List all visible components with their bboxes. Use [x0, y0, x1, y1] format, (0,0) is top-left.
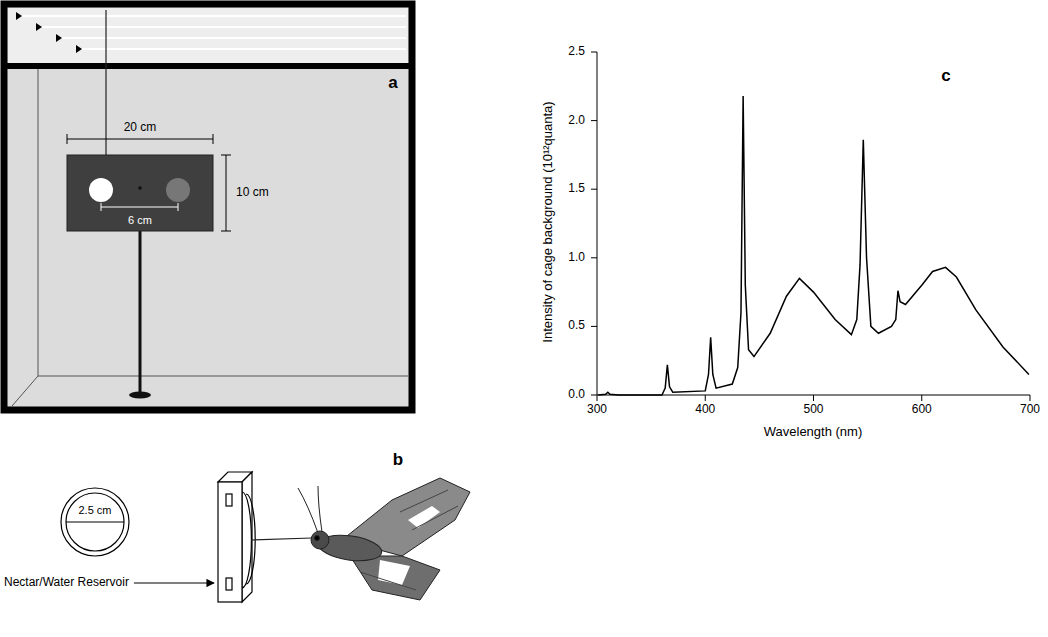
- dimension-label: 2.5 cm: [78, 504, 111, 516]
- tick-label: 700: [1020, 403, 1040, 416]
- tick-label: 1.5: [568, 183, 585, 196]
- panel-letter: a: [388, 74, 397, 93]
- spectrum-chart: [591, 52, 1030, 401]
- tick-label: 0.0: [568, 388, 585, 401]
- panel-letter: c: [941, 67, 950, 86]
- tick-label: 1.0: [568, 251, 585, 264]
- cage-drawing: [4, 4, 412, 410]
- tick-label: 300: [587, 403, 607, 416]
- axis-title: Wavelength (nm): [764, 425, 863, 439]
- tick-label: 400: [695, 403, 715, 416]
- dimension-label: 20 cm: [124, 121, 157, 134]
- callout-label: Nectar/Water Reservoir: [4, 576, 129, 589]
- tick-label: 500: [803, 403, 823, 416]
- tick-label: 2.0: [568, 114, 585, 127]
- panel-letter: b: [393, 451, 403, 470]
- tick-label: 600: [912, 403, 932, 416]
- moth-drawing: [251, 478, 470, 600]
- dimension-label: 10 cm: [236, 186, 269, 199]
- dimension-label: 6 cm: [128, 214, 152, 226]
- axis-title: Intensity of cage background (10¹²quanta…: [541, 101, 555, 342]
- tick-label: 2.5: [568, 45, 585, 58]
- tick-label: 0.5: [568, 320, 585, 333]
